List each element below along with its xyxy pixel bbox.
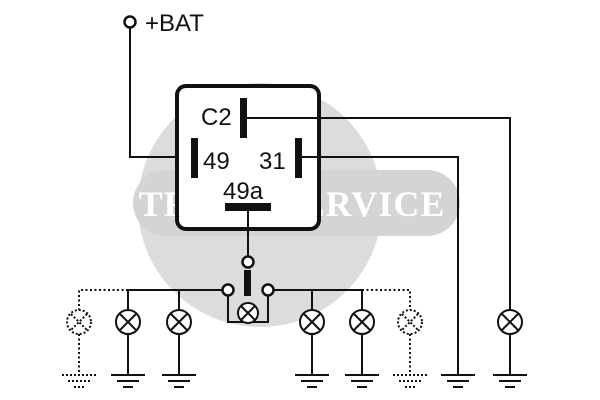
ground-symbol: [345, 374, 379, 388]
ground-symbol: [62, 374, 96, 388]
bat-wire: [129, 28, 188, 158]
switch-left-terminal: [221, 283, 235, 297]
ground-symbol: [393, 374, 427, 388]
left-lamp-2: [166, 309, 192, 335]
pin-31: [295, 138, 302, 178]
right-bus-dotted: [362, 289, 411, 310]
left-bus-dotted: [78, 289, 128, 310]
right-trailer-lamp: [397, 309, 423, 335]
switch-indicator-lamp: [237, 302, 259, 324]
switch-right-terminal: [261, 283, 275, 297]
label-c2: C2: [201, 104, 232, 131]
ground-symbol: [295, 374, 329, 388]
switch-lever: [244, 270, 251, 296]
right-lamp-2: [349, 309, 375, 335]
bat-terminal: [123, 15, 137, 29]
label-31: 31: [259, 148, 286, 175]
switch-top-terminal: [241, 255, 255, 269]
bat-label: +BAT: [145, 10, 204, 37]
pin-49: [191, 138, 198, 178]
left-lamp-1: [115, 309, 141, 335]
pin-c2: [240, 98, 247, 138]
pin-49a: [225, 203, 271, 211]
ground-symbol: [493, 374, 527, 388]
ground-symbol: [162, 374, 196, 388]
ground-symbol: [111, 374, 145, 388]
left-trailer-lamp: [66, 309, 92, 335]
right-lamp-1: [299, 309, 325, 335]
pin31-wire: [302, 156, 459, 375]
c2-pilot-lamp: [497, 309, 523, 335]
label-49a: 49a: [223, 178, 264, 205]
c2-wire: [247, 117, 511, 310]
ground-symbol: [441, 374, 475, 388]
label-49: 49: [203, 148, 230, 175]
